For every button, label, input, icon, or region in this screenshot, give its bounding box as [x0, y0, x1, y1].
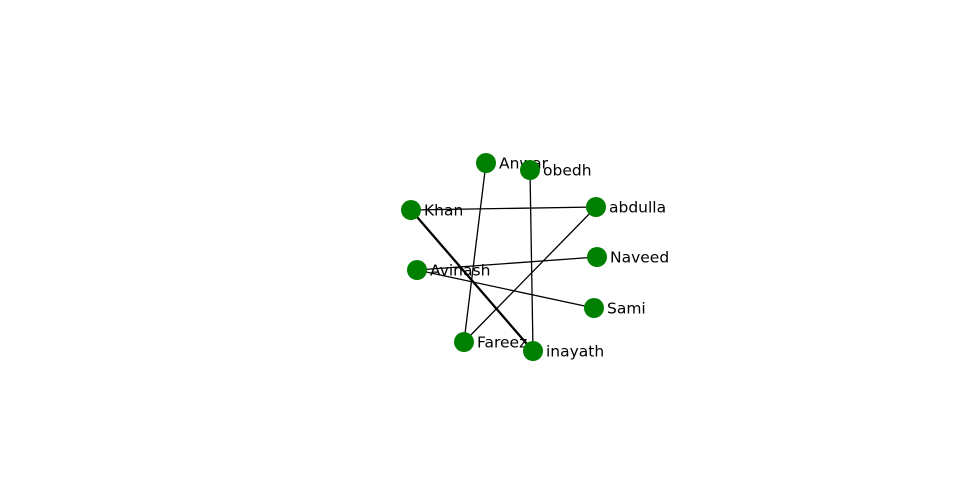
- graph-edge-abdulla-Fareez: [463, 206, 597, 343]
- nodes-layer: AnwarobedhKhanabdullaNaveedAvinashSamiFa…: [401, 153, 669, 361]
- graph-node-Sami: [584, 298, 604, 318]
- node-label-Fareez: Fareez: [477, 333, 527, 351]
- node-label-Naveed: Naveed: [610, 248, 669, 266]
- node-label-inayath: inayath: [546, 342, 604, 360]
- graph-node-Naveed: [587, 247, 607, 267]
- graph-node-inayath: [523, 341, 543, 361]
- graph-node-Fareez: [454, 332, 474, 352]
- graph-node-abdulla: [586, 197, 606, 217]
- node-label-Sami: Sami: [607, 299, 646, 317]
- graph-edge-Khan-abdulla: [410, 206, 597, 211]
- node-label-Khan: Khan: [424, 201, 463, 219]
- node-label-obedh: obedh: [543, 161, 592, 179]
- graph-edge-obedh-inayath: [529, 169, 534, 352]
- graph-node-obedh: [520, 160, 540, 180]
- graph-edge-Avinash-Naveed: [416, 256, 598, 271]
- node-label-Avinash: Avinash: [430, 261, 490, 279]
- graph-edge-Avinash-Sami: [416, 269, 595, 309]
- graph-node-Khan: [401, 200, 421, 220]
- graph-edge-Anwar-Fareez: [463, 162, 487, 343]
- edges-layer: [410, 162, 598, 352]
- node-label-abdulla: abdulla: [609, 198, 666, 216]
- graph-node-Avinash: [407, 260, 427, 280]
- graph-node-Anwar: [476, 153, 496, 173]
